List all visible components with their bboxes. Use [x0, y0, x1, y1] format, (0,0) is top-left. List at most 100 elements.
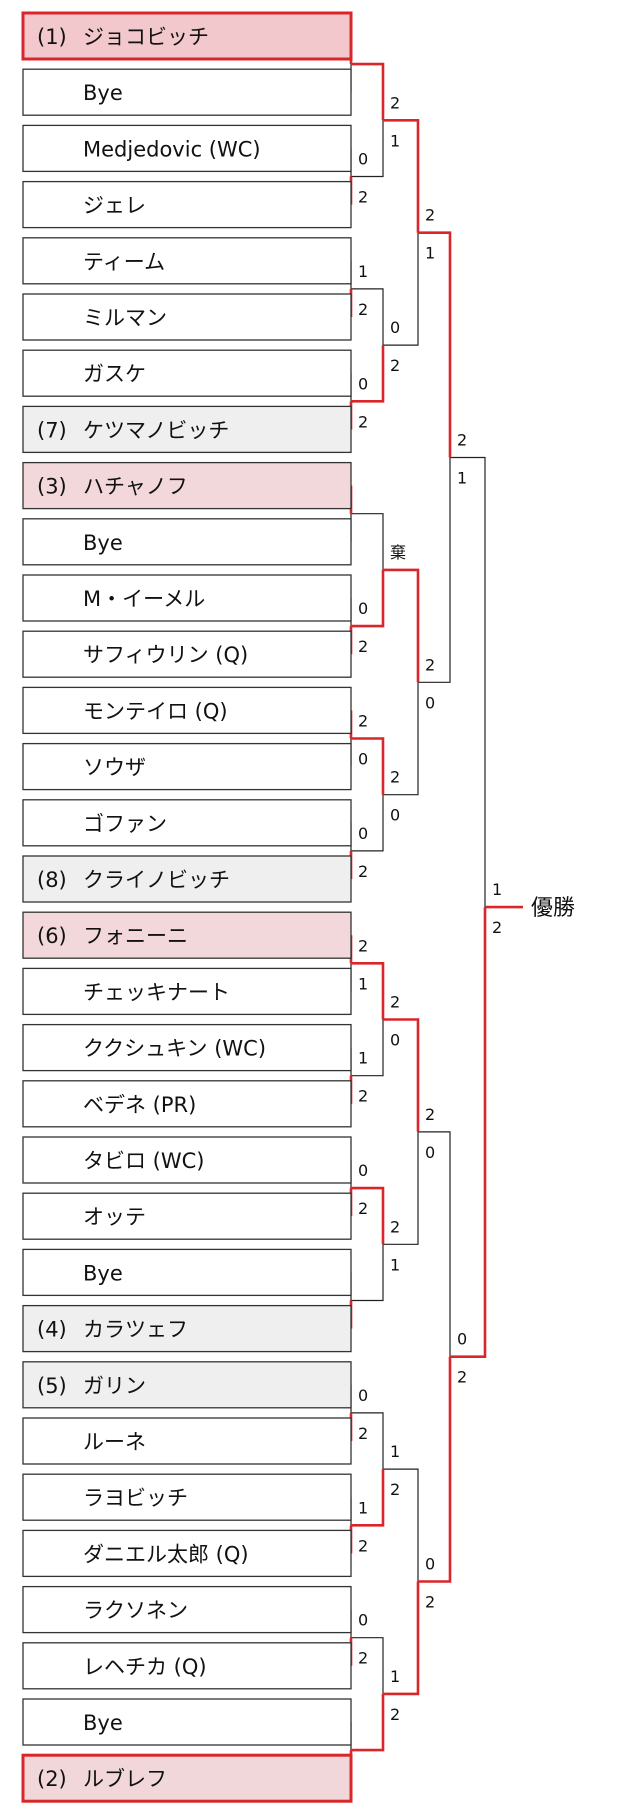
- player-box: (8)クライノビッチ: [22, 855, 352, 903]
- player-box-frame: [22, 742, 352, 791]
- player-box-frame: [22, 124, 352, 173]
- score-bottom: 0: [390, 1031, 400, 1050]
- player-box: (3)ハチャノフ: [22, 461, 352, 510]
- score-bottom: 2: [390, 356, 400, 375]
- player-box-frame: [22, 911, 352, 959]
- score-top: 1: [358, 1049, 368, 1068]
- player-seed: (4): [37, 1318, 67, 1342]
- score-top: 0: [358, 599, 368, 618]
- player-box: オッテ: [22, 1192, 352, 1240]
- player-name: サフィウリン (Q): [83, 643, 248, 667]
- score-bottom: 2: [492, 918, 502, 937]
- score-top: 0: [390, 318, 400, 337]
- player-name: ダニエル太郎 (Q): [83, 1542, 249, 1566]
- player-box: タビロ (WC): [22, 1136, 352, 1184]
- player-name: ソウザ: [83, 756, 146, 780]
- player-name: チェッキナート: [83, 980, 230, 1004]
- bracket-connector-bottom: [351, 1019, 384, 1077]
- player-box-frame: [22, 1698, 352, 1746]
- bracket-connector-bottom: [418, 1356, 452, 1583]
- player-box-frame: [21, 11, 353, 61]
- score-bottom: 2: [358, 862, 368, 881]
- player-name: フォニーニ: [83, 924, 188, 948]
- score-bottom: 0: [425, 1143, 435, 1162]
- player-seed: (2): [37, 1767, 67, 1791]
- score-top: 2: [358, 712, 368, 731]
- bracket-connector-top: [351, 62, 385, 121]
- score-top: 2: [390, 93, 400, 112]
- bracket-connector-top: [351, 1412, 384, 1470]
- bracket-connector-bottom: [450, 907, 487, 1358]
- player-name: ミルマン: [83, 306, 167, 330]
- player-box: Medjedovic (WC): [22, 124, 352, 173]
- bracket-connector-bottom: [351, 569, 385, 628]
- score-top: 0: [425, 1555, 435, 1574]
- player-box: モンテイロ (Q): [22, 686, 352, 735]
- bracket-connector-bottom: [418, 457, 451, 683]
- player-box-frame: [22, 1642, 352, 1690]
- bracket-connector-top: [450, 456, 486, 908]
- player-seed: (7): [37, 418, 67, 442]
- score-bottom: 2: [425, 1593, 435, 1612]
- player-box: (6) フォニーニ: [22, 911, 352, 959]
- player-box-frame: [22, 967, 352, 1016]
- player-name: ケツマノビッチ: [83, 418, 229, 442]
- bracket-connector-top: [418, 1131, 451, 1357]
- player-seed: (1): [37, 25, 67, 49]
- player-box: M・イーメル: [22, 574, 352, 622]
- bracket-connector-bottom: [383, 1581, 420, 1696]
- score-bottom: 0: [390, 806, 400, 825]
- bracket-connector-bottom: [351, 345, 385, 403]
- player-box-frame: [22, 1023, 352, 1072]
- score-bottom: 1: [425, 244, 435, 263]
- player-box-frame: [22, 405, 352, 454]
- bracket-connector-top: [351, 1637, 384, 1694]
- player-box-frame: [22, 1585, 352, 1634]
- player-name: ガスケ: [83, 362, 146, 386]
- player-name: モンテイロ (Q): [83, 699, 228, 723]
- score-bottom: 2: [358, 1087, 368, 1106]
- score-top: 棄: [390, 543, 406, 562]
- player-box: ククシュキン (WC): [22, 1023, 352, 1072]
- score-bottom: 2: [358, 188, 368, 207]
- player-box: ラクソネン: [22, 1585, 352, 1634]
- bracket-connector-top: [351, 1186, 385, 1245]
- bracket-connector-bottom: [351, 1244, 384, 1302]
- score-bottom: 1: [390, 1255, 400, 1274]
- player-seed: (5): [37, 1374, 67, 1398]
- player-name: Bye: [83, 1261, 123, 1285]
- player-box: ガスケ: [22, 349, 352, 397]
- player-box: (2)ルブレフ: [21, 1753, 353, 1803]
- player-box-frame: [22, 461, 352, 510]
- score-top: 2: [425, 1105, 435, 1124]
- score-bottom: 0: [425, 693, 435, 712]
- bracket-connector-bottom: [383, 232, 419, 346]
- bracket-connector-top: [383, 568, 420, 683]
- bracket-connector-bottom: [383, 682, 419, 796]
- score-top: 0: [358, 1611, 368, 1630]
- player-box: ティーム: [22, 237, 352, 285]
- bracket-lines-red: [349, 36, 523, 1779]
- score-top: 1: [492, 880, 502, 899]
- score-top: 2: [425, 206, 435, 225]
- score-top: 1: [390, 1667, 400, 1686]
- player-name: ゴファン: [83, 812, 167, 836]
- score-bottom: 2: [358, 637, 368, 656]
- player-seed: (8): [37, 868, 67, 892]
- bracket-connector-top: [351, 513, 384, 570]
- player-box: Bye: [22, 518, 352, 566]
- player-box: Bye: [22, 1248, 352, 1297]
- player-box-frame: [22, 237, 352, 285]
- player-box: ソウザ: [22, 742, 352, 791]
- player-box-frame: [22, 1417, 352, 1465]
- score-top: 0: [358, 1161, 368, 1180]
- player-box-frame: [22, 1304, 352, 1353]
- player-seed: (6): [37, 924, 67, 948]
- player-name: ハチャノフ: [83, 475, 188, 499]
- score-top: 1: [390, 1442, 400, 1461]
- score-bottom: 2: [390, 1705, 400, 1724]
- bracket-connector-top: [418, 231, 452, 458]
- player-box-frame: [22, 180, 352, 229]
- bracket-connector-top: [351, 962, 385, 1020]
- player-box: ルーネ: [22, 1417, 352, 1465]
